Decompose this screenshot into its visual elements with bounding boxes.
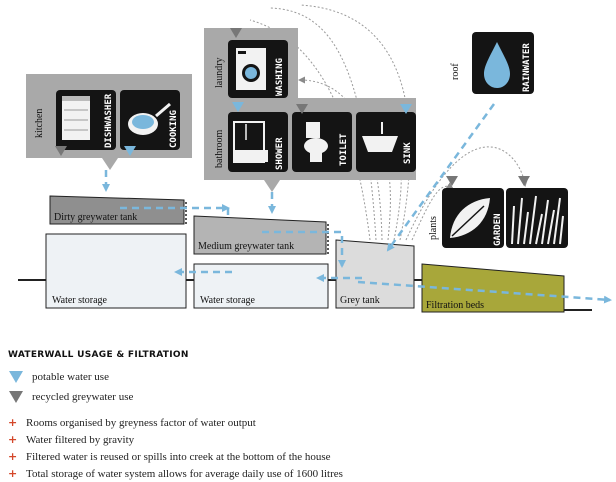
medium-tank-label: Medium greywater tank [198,241,294,252]
water-storage-2-label: Water storage [200,295,256,306]
legend-potable-label: potable water use [32,371,109,383]
note-item: +Water filtered by gravity [8,433,135,446]
legend-recycled-label: recycled greywater use [32,391,134,403]
water-storage-1-label: Water storage [52,295,108,306]
medium-greywater-tank [193,215,327,255]
legend-title: WATERWALL USAGE & FILTRATION [8,350,189,360]
garden-label: GARDEN [493,213,503,246]
filtration-beds [421,263,565,313]
legend-potable: potable water use [8,368,109,386]
plus-icon: + [8,450,18,463]
kitchen-label: kitchen [34,109,45,138]
kitchen-room: kitchen DISHWASHER COOKING [26,74,192,170]
plus-icon: + [8,467,18,480]
laundry-label: laundry [214,57,225,88]
water-storage-tank-1 [45,233,187,309]
plants-label: plants [428,216,439,240]
plants-area: plants GARDEN [428,176,568,248]
washing-potable-marker [232,102,244,112]
kitchen-recycled-marker [55,146,67,156]
cooking-label: COOKING [169,110,179,148]
note-item: +Filtered water is reused or spills into… [8,450,331,463]
potable-flow-arrows [102,103,612,304]
laundry-bathroom-room: laundry bathroom WASHING SHOWER TOILET S… [204,28,416,192]
dirty-tank-label: Dirty greywater tank [54,212,137,223]
recycled-triangle-icon [9,391,23,403]
washing-label: WASHING [275,58,285,96]
tanks: Dirty greywater tank Medium greywater ta… [18,195,592,313]
note-item: +Rooms organised by greyness factor of w… [8,416,256,429]
shower-label: SHOWER [275,137,285,170]
plus-icon: + [8,416,18,429]
sink-label: SINK [403,142,413,164]
raindrop-icon [484,42,510,88]
rainwater-label: RAINWATER [522,43,532,92]
kitchen-potable-marker [124,146,136,156]
plus-icon: + [8,433,18,446]
rainwater-source: roof RAINWATER [450,32,534,94]
note-item: +Total storage of water system allows fo… [8,467,343,480]
water-system-diagram: kitchen DISHWASHER COOKING laundry bathr… [18,4,612,313]
garden-recycled-marker [446,176,458,186]
grey-tank-label: Grey tank [340,295,380,306]
laundry-recycled-marker [230,28,242,38]
toilet-recycled-marker [296,104,308,114]
dirty-greywater-tank [49,195,185,225]
dishwasher-label: DISHWASHER [104,93,114,148]
potable-triangle-icon [9,371,23,383]
notes-list: +Rooms organised by greyness factor of w… [8,414,343,482]
filtration-label: Filtration beds [426,300,484,311]
legend-recycled: recycled greywater use [8,388,133,406]
sink-potable-marker [400,104,412,114]
roof-label: roof [450,63,461,80]
toilet-label: TOILET [339,133,349,166]
bathroom-label: bathroom [214,129,225,168]
grass-recycled-marker [518,176,530,186]
